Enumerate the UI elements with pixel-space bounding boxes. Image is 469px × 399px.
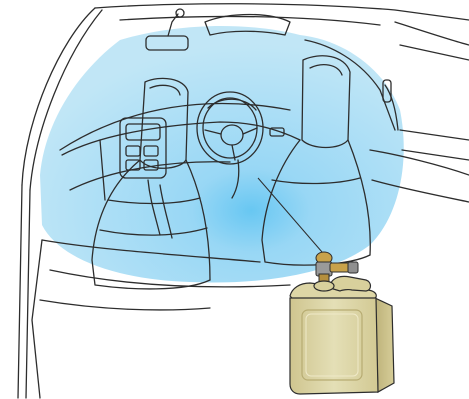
interior-tint-area: [40, 26, 404, 283]
fogger-container-icon: [290, 276, 394, 394]
